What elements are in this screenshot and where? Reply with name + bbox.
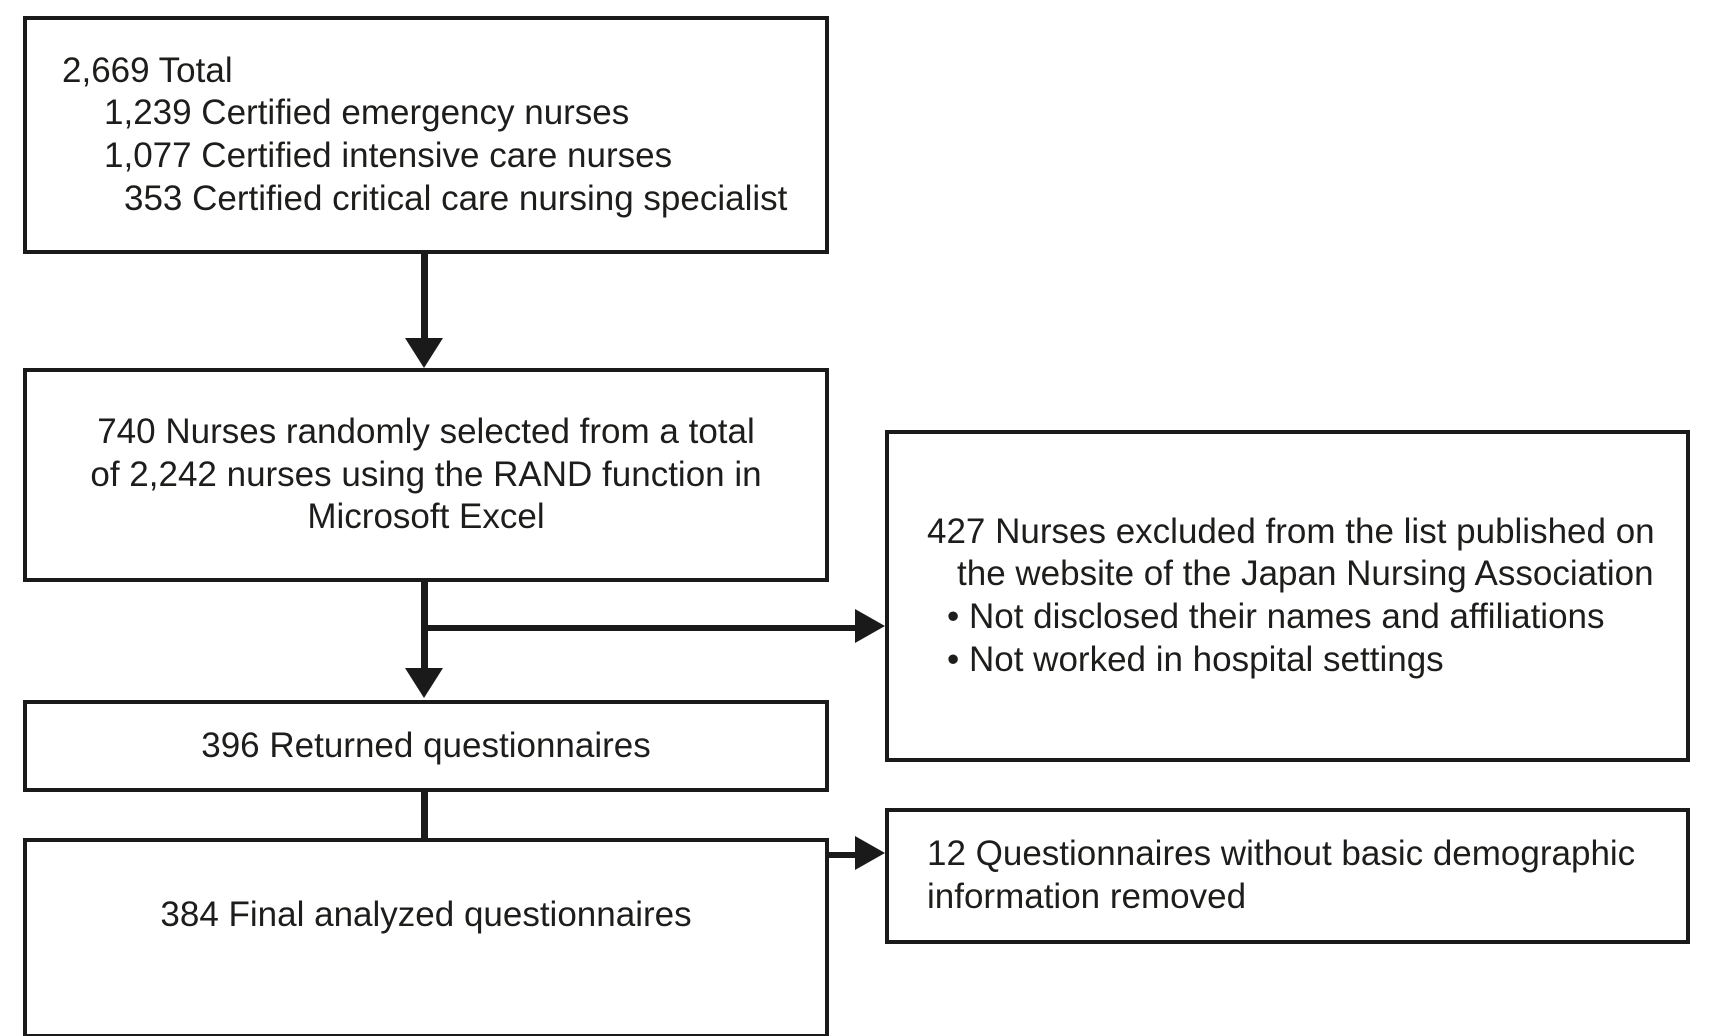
node-final-analyzed: 384 Final analyzed questionnaires <box>23 838 829 1036</box>
total-cohort-line-1: 2,669 Total <box>62 50 233 90</box>
excluded-nurses-line-2: the website of the Japan Nursing Associa… <box>957 554 1654 594</box>
node-returned-questionnaires-text: 396 Returned questionnaires <box>27 725 825 767</box>
total-cohort-line-4: 353 Certified critical care nursing spec… <box>124 178 788 218</box>
node-removed-questionnaires: 12 Questionnaires without basic demograp… <box>885 808 1690 944</box>
connector-returned-to-final-line <box>421 792 428 882</box>
returned-line-1: 396 Returned questionnaires <box>201 725 651 765</box>
connector-selection-to-excluded-arrowhead <box>855 609 885 643</box>
connector-total-to-selection-arrowhead <box>405 338 443 368</box>
total-cohort-line-3: 1,077 Certified intensive care nurses <box>104 136 673 175</box>
node-excluded-nurses: 427 Nurses excluded from the list publis… <box>885 430 1690 762</box>
random-selection-line-1: 740 Nurses randomly selected from a tota… <box>97 411 755 451</box>
connector-returned-to-removed-arrowhead <box>855 836 885 870</box>
excluded-nurses-bullet-1: • Not disclosed their names and affiliat… <box>947 597 1605 636</box>
node-removed-questionnaires-text: 12 Questionnaires without basic demograp… <box>889 833 1724 918</box>
node-excluded-nurses-text: 427 Nurses excluded from the list publis… <box>889 511 1724 681</box>
node-total-cohort-text: 2,669 Total 1,239 Certified emergency nu… <box>27 50 860 220</box>
final-analyzed-line-1: 384 Final analyzed questionnaires <box>160 894 692 934</box>
removed-line-1: 12 Questionnaires without basic demograp… <box>927 834 1636 874</box>
random-selection-line-2: of 2,242 nurses using the RAND function … <box>90 454 762 494</box>
node-final-analyzed-text: 384 Final analyzed questionnaires <box>27 894 825 982</box>
node-random-selection: 740 Nurses randomly selected from a tota… <box>23 368 829 582</box>
node-random-selection-text: 740 Nurses randomly selected from a tota… <box>27 411 825 539</box>
connector-selection-to-excluded-line <box>424 625 859 631</box>
random-selection-line-3: Microsoft Excel <box>307 497 545 537</box>
node-returned-questionnaires: 396 Returned questionnaires <box>23 700 829 792</box>
removed-line-2: information removed <box>927 877 1247 916</box>
excluded-nurses-bullet-2: • Not worked in hospital settings <box>947 639 1444 679</box>
total-cohort-line-2: 1,239 Certified emergency nurses <box>104 93 630 133</box>
connector-selection-to-returned-arrowhead <box>405 668 443 698</box>
connector-total-to-selection-line <box>421 252 428 342</box>
node-total-cohort: 2,669 Total 1,239 Certified emergency nu… <box>23 16 829 254</box>
excluded-nurses-line-1: 427 Nurses excluded from the list publis… <box>927 511 1655 551</box>
